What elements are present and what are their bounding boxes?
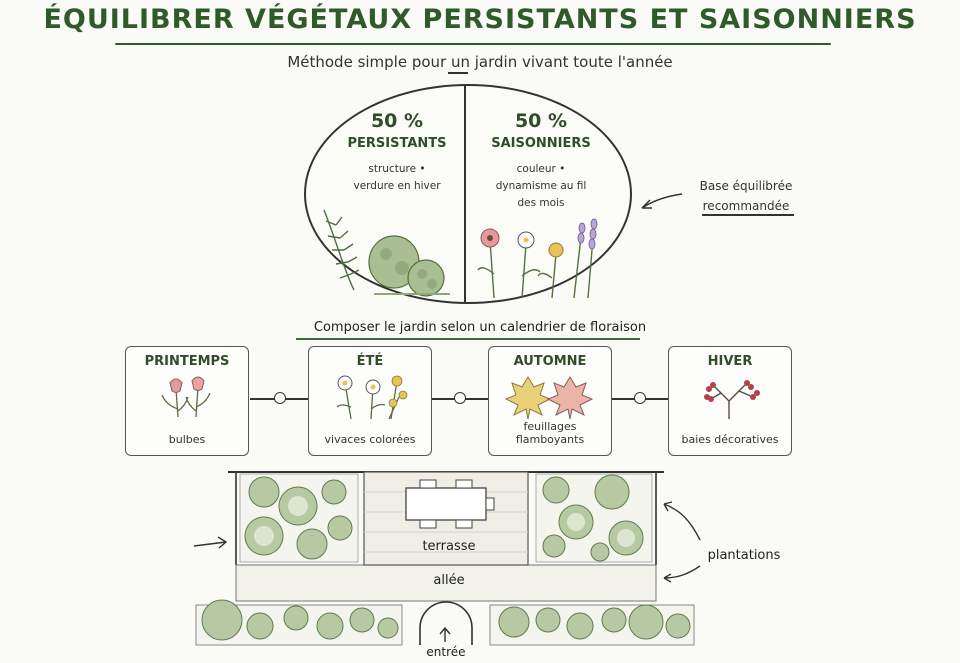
- berries-icon: [704, 380, 760, 419]
- terrace-label: terrasse: [422, 539, 476, 554]
- seasonal-label: SAISONNIERS: [491, 136, 591, 151]
- season-name: PRINTEMPS: [144, 354, 230, 369]
- flowers-icon: [336, 375, 408, 420]
- timeline-dot: [634, 392, 646, 404]
- seasonal-half: 50 % SAISONNIERS couleur • dynamisme au …: [466, 110, 616, 212]
- evergreen-shrubs-icon: [323, 209, 450, 297]
- season-desc: feuillages flamboyants: [515, 420, 585, 446]
- evergreen-desc-line: structure •: [368, 163, 426, 175]
- evergreen-half: 50 % PERSISTANTS structure • verdure en …: [322, 110, 472, 195]
- arrow-left-icon: [641, 193, 683, 209]
- season-desc: vivaces colorées: [324, 433, 416, 446]
- season-desc: bulbes: [168, 433, 206, 446]
- season-card-autumn: AUTOMNE feuillages flamboyants: [488, 346, 612, 456]
- evergreen-desc-line: verdure en hiver: [353, 180, 441, 192]
- season-name: ÉTÉ: [356, 354, 384, 369]
- season-card-winter: HIVER baies décoratives: [668, 346, 792, 456]
- ratio-divider: [464, 86, 466, 302]
- seasonal-desc-line: des mois: [517, 197, 565, 209]
- tulip-icon: [161, 376, 211, 418]
- entrance-label: entrée: [426, 645, 466, 659]
- seasonal-flowers-icon: [477, 218, 598, 299]
- seasonal-desc: couleur • dynamisme au fil des mois: [466, 161, 616, 212]
- timeline-dot: [454, 392, 466, 404]
- season-card-spring: PRINTEMPS bulbes: [125, 346, 249, 456]
- note-underline: [702, 214, 794, 216]
- evergreen-desc: structure • verdure en hiver: [322, 161, 472, 195]
- calendar-heading: Composer le jardin selon un calendrier d…: [313, 320, 647, 335]
- plantings-label: plantations: [707, 548, 781, 563]
- season-card-summer: ÉTÉ vivaces colorées: [308, 346, 432, 456]
- timeline-dot: [274, 392, 286, 404]
- note-line: Base équilibrée: [699, 179, 793, 193]
- seasonal-desc-line: couleur •: [516, 163, 566, 175]
- subtitle: Méthode simple pour un jardin vivant tou…: [287, 53, 673, 71]
- garden-plan: [193, 471, 701, 646]
- seasonal-desc-line: dynamisme au fil: [495, 180, 587, 192]
- page-title: ÉQUILIBRER VÉGÉTAUX PERSISTANTS ET SAISO…: [43, 4, 917, 35]
- note-line: recommandée: [702, 199, 790, 213]
- evergreen-label: PERSISTANTS: [347, 136, 447, 151]
- maple-leaf-icon: [504, 376, 594, 420]
- subtitle-underline: [448, 72, 468, 74]
- season-name: HIVER: [707, 354, 753, 369]
- seasonal-percent: 50 %: [514, 110, 568, 132]
- calendar-heading-underline: [296, 338, 640, 340]
- title-underline: [115, 43, 831, 45]
- evergreen-percent: 50 %: [370, 110, 424, 132]
- season-desc: baies décoratives: [681, 433, 779, 446]
- path-label: allée: [433, 573, 465, 588]
- season-name: AUTOMNE: [513, 354, 587, 369]
- recommendation-note: Base équilibrée recommandée: [686, 176, 806, 216]
